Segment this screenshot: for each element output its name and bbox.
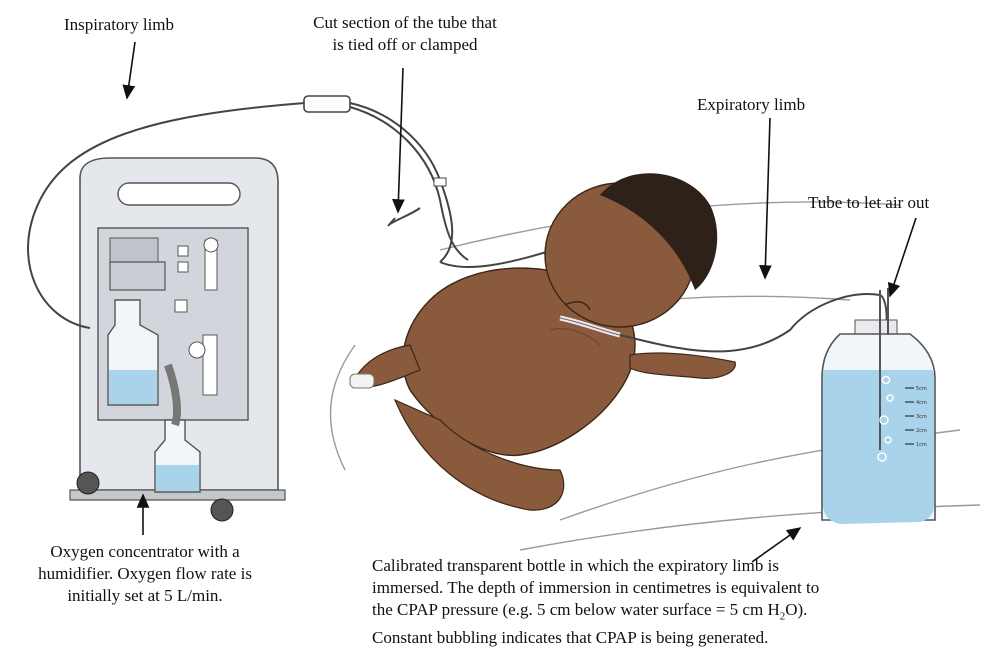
label-bottle-line1: Calibrated transparent bottle in which t… — [372, 555, 819, 577]
label-bottle-line2: immersed. The depth of immersion in cent… — [372, 577, 819, 599]
label-cut-section: Cut section of the tube that is tied off… — [270, 12, 540, 56]
label-bottle-line3: the CPAP pressure (e.g. 5 cm below water… — [372, 599, 819, 627]
label-calibrated-bottle: Calibrated transparent bottle in which t… — [372, 555, 819, 649]
arrow-air-out — [890, 218, 916, 296]
baby — [350, 173, 735, 510]
arrow-inspiratory — [127, 42, 135, 98]
scale-tick-label: 3cm — [916, 414, 927, 420]
calibrated-bottle: 5cm 4cm 3cm 2cm 1cm — [822, 288, 935, 524]
oxygen-concentrator — [70, 158, 285, 521]
tube-connector — [304, 96, 350, 112]
label-concentrator-line3: initially set at 5 L/min. — [25, 585, 265, 607]
wheel — [77, 472, 99, 494]
humidifier-water — [109, 370, 157, 404]
arrow-cut-section — [398, 68, 403, 212]
clamped-tube-end — [388, 208, 420, 226]
scale-tick-label: 2cm — [916, 428, 927, 434]
label-concentrator-line2: humidifier. Oxygen flow rate is — [25, 563, 265, 585]
scale-tick-label: 5cm — [916, 386, 927, 392]
label-concentrator: Oxygen concentrator with a humidifier. O… — [25, 541, 265, 607]
scale-tick-label: 1cm — [916, 442, 927, 448]
label-concentrator-line1: Oxygen concentrator with a — [25, 541, 265, 563]
label-cut-section-line1: Cut section of the tube that — [270, 12, 540, 34]
label-bottle-line4: Constant bubbling indicates that CPAP is… — [372, 627, 819, 649]
scale-tick-label: 4cm — [916, 400, 927, 406]
label-inspiratory-limb: Inspiratory limb — [64, 14, 174, 36]
label-expiratory-limb: Expiratory limb — [697, 94, 805, 116]
flow-meter-2 — [203, 335, 217, 395]
wheel — [211, 499, 233, 521]
label-tube-air-out: Tube to let air out — [808, 192, 929, 214]
label-cut-section-line2: is tied off or clamped — [270, 34, 540, 56]
arrow-expiratory — [765, 118, 770, 278]
handle-slot — [118, 183, 240, 205]
